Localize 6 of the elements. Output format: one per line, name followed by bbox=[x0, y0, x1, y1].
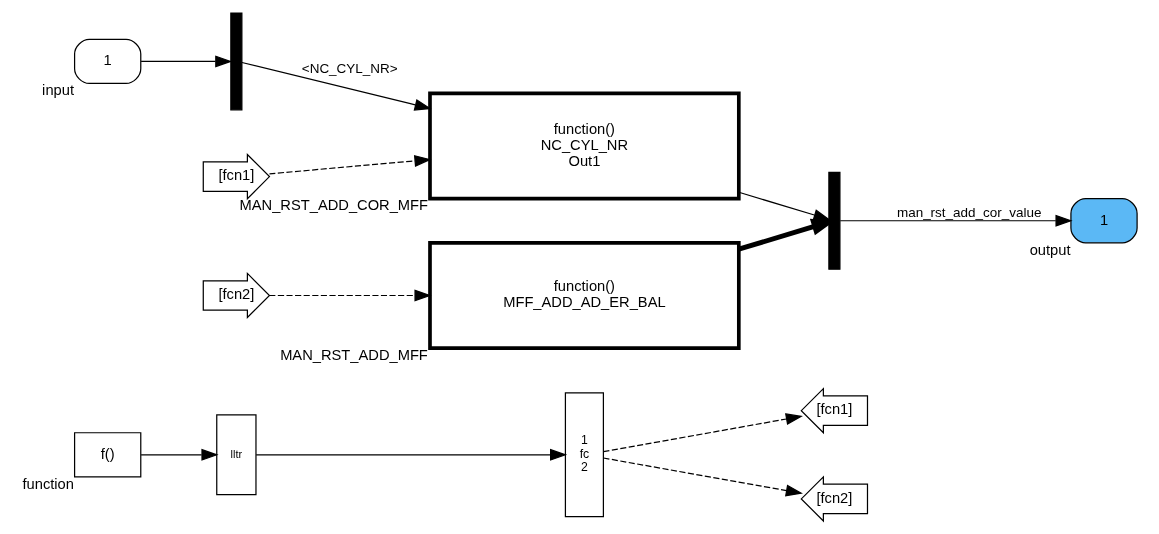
node-label: function bbox=[22, 475, 74, 492]
edge-label: man_rst_add_cor_value bbox=[896, 204, 1042, 220]
edge-label: <NC_CYL_NR> bbox=[301, 61, 398, 77]
node-label: MAN_RST_ADD_MFF bbox=[280, 346, 428, 363]
node-label: input bbox=[42, 82, 74, 99]
node-label: output bbox=[1029, 241, 1071, 258]
